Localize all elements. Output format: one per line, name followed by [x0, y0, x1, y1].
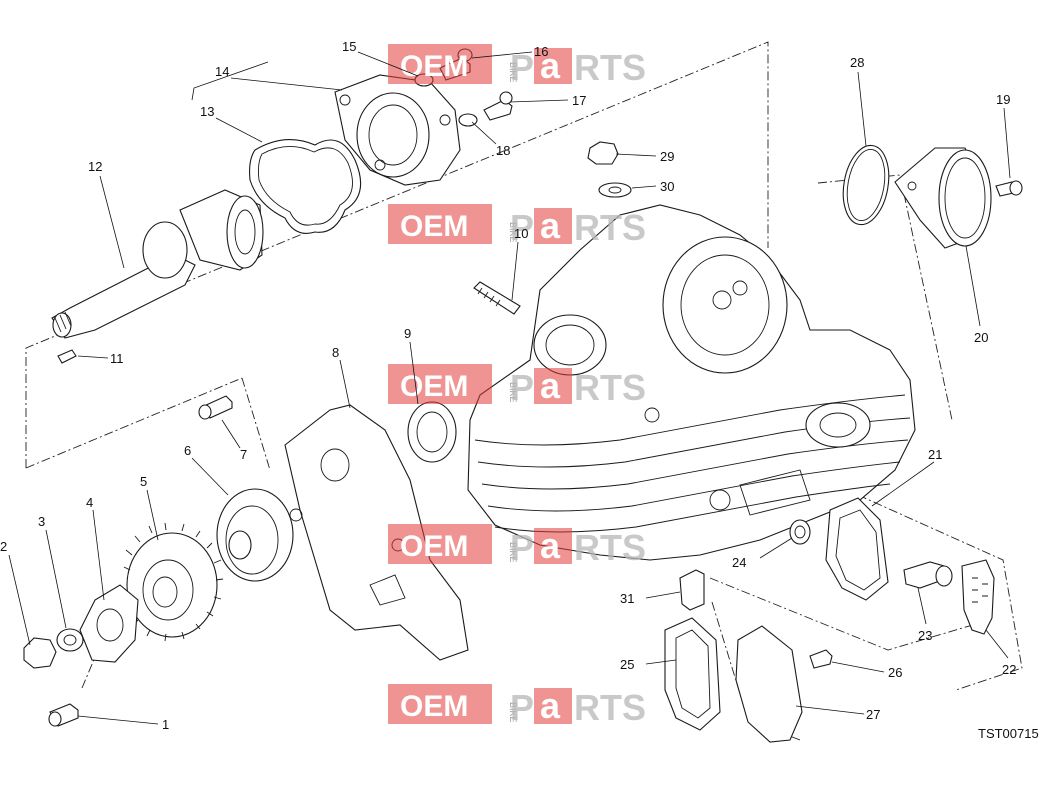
cylinder-head — [467, 204, 916, 561]
callout-10: 10 — [514, 226, 528, 241]
callout-8: 8 — [332, 345, 339, 360]
callout-24: 24 — [732, 555, 746, 570]
leader-lines — [8, 51, 1011, 725]
svg-text:a: a — [540, 525, 561, 566]
oil-seal — [407, 401, 457, 463]
svg-text:BIKE: BIKE — [508, 702, 518, 723]
callout-19: 19 — [996, 92, 1010, 107]
cam-cover — [334, 74, 461, 186]
callout-25: 25 — [620, 657, 634, 672]
callout-21: 21 — [928, 447, 942, 462]
svg-text:P: P — [510, 687, 534, 728]
callout-labels: 1 2 3 4 5 6 7 8 9 10 11 12 13 14 15 16 1… — [0, 39, 1016, 732]
callout-16: 16 — [534, 44, 548, 59]
svg-text:P: P — [510, 527, 534, 568]
svg-text:OEM: OEM — [400, 210, 468, 243]
flange — [79, 584, 139, 663]
svg-text:P: P — [510, 207, 534, 248]
camshaft — [51, 189, 264, 339]
woodruff-key — [57, 349, 77, 364]
svg-text:a: a — [540, 685, 561, 726]
callout-23: 23 — [918, 628, 932, 643]
cap-bolt — [995, 180, 1023, 197]
callout-12: 12 — [88, 159, 102, 174]
callout-7: 7 — [240, 447, 247, 462]
svg-text:BIKE: BIKE — [508, 382, 518, 403]
cover-gasket — [249, 139, 362, 234]
svg-text:a: a — [540, 205, 561, 246]
svg-text:OEM: OEM — [400, 50, 468, 83]
callout-30: 30 — [660, 179, 674, 194]
callout-27: 27 — [866, 707, 880, 722]
svg-text:OEM: OEM — [400, 690, 468, 723]
svg-text:RTS: RTS — [574, 207, 646, 248]
callout-17: 17 — [572, 93, 586, 108]
svg-text:RTS: RTS — [574, 47, 646, 88]
callout-3: 3 — [38, 514, 45, 529]
callout-4: 4 — [86, 495, 93, 510]
callout-20: 20 — [974, 330, 988, 345]
svg-text:a: a — [540, 365, 561, 406]
callout-29: 29 — [660, 149, 674, 164]
callout-15: 15 — [342, 39, 356, 54]
callout-14: 14 — [215, 64, 229, 79]
svg-text:BIKE: BIKE — [508, 222, 518, 243]
lower-cover-set — [664, 569, 833, 743]
svg-text:OEM: OEM — [400, 530, 468, 563]
cover-cap — [894, 147, 992, 249]
callout-2: 2 — [0, 539, 7, 554]
pulley — [216, 488, 294, 582]
watermark: OEM BIKE P a RTS OEM BIKE P a RTS OEM BI… — [388, 44, 646, 728]
stud — [473, 281, 521, 315]
sprocket — [122, 522, 224, 642]
svg-text:BIKE: BIKE — [508, 542, 518, 563]
callout-13: 13 — [200, 104, 214, 119]
svg-text:RTS: RTS — [574, 367, 646, 408]
diagram-code: TST00715 — [978, 726, 1039, 741]
callout-18: 18 — [496, 143, 510, 158]
cover-screw — [198, 395, 233, 420]
callout-9: 9 — [404, 326, 411, 341]
belt-cover — [284, 404, 469, 661]
svg-text:RTS: RTS — [574, 527, 646, 568]
o-ring — [842, 144, 890, 226]
svg-text:a: a — [540, 45, 561, 86]
hub-fasteners — [23, 628, 84, 727]
callout-26: 26 — [888, 665, 902, 680]
callout-28: 28 — [850, 55, 864, 70]
callout-11: 11 — [110, 351, 124, 366]
callout-22: 22 — [1002, 662, 1016, 677]
callout-1: 1 — [162, 717, 169, 732]
valve-assembly — [789, 497, 995, 635]
svg-text:OEM: OEM — [400, 370, 468, 403]
svg-text:BIKE: BIKE — [508, 62, 518, 83]
callout-31: 31 — [620, 591, 634, 606]
svg-text:P: P — [510, 367, 534, 408]
callout-5: 5 — [140, 474, 147, 489]
svg-text:RTS: RTS — [574, 687, 646, 728]
nut-and-washer — [587, 141, 632, 198]
callout-6: 6 — [184, 443, 191, 458]
